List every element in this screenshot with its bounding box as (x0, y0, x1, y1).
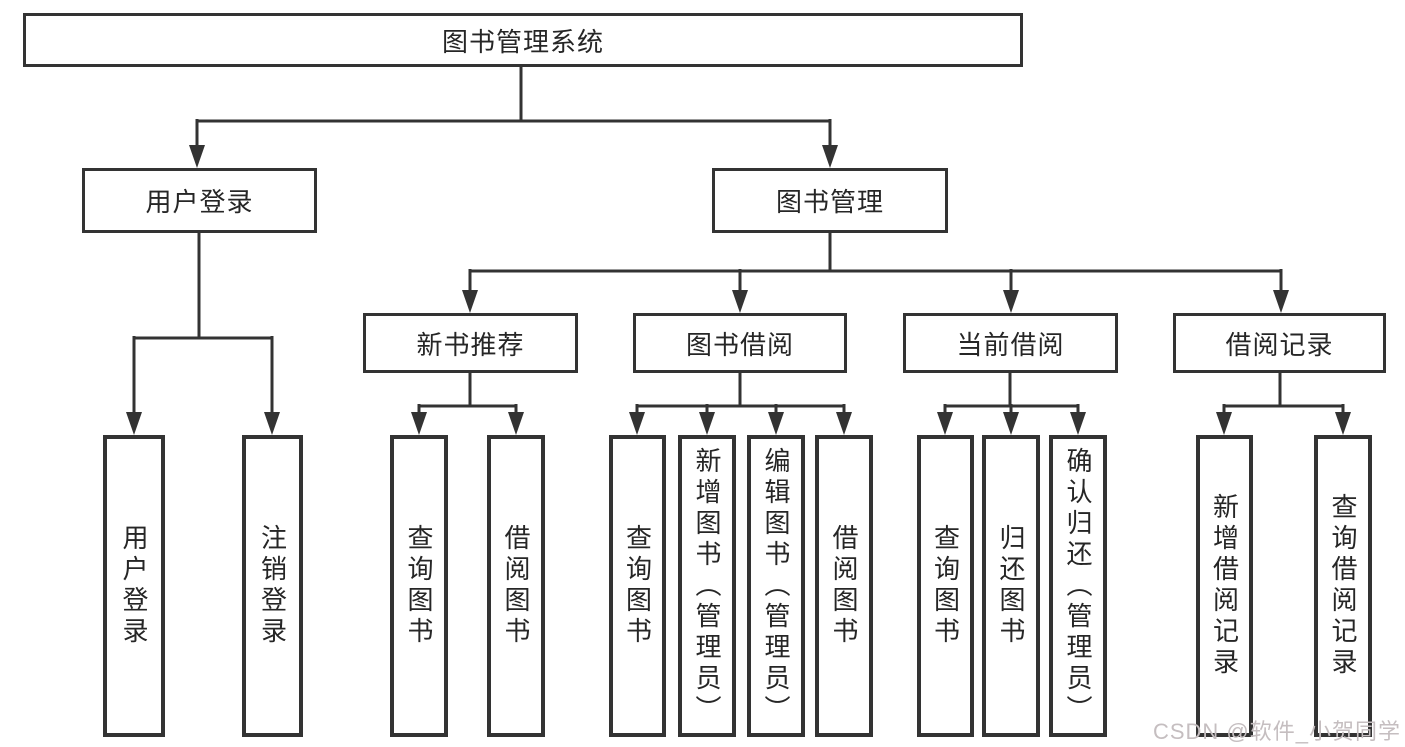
leaf-logout-label: 注销登录 (257, 524, 288, 648)
leaf-add-books-admin-label: 新增图书（管理员） (692, 446, 722, 726)
node-root-label: 图书管理系统 (441, 26, 604, 57)
leaf-add-books-admin: 新增图书（管理员） (678, 435, 736, 737)
node-current-borrow: 当前借阅 (903, 313, 1118, 373)
node-book-borrow: 图书借阅 (633, 313, 847, 373)
arrowheads (126, 145, 1351, 435)
leaf-borrow-books-label: 借阅图书 (829, 524, 859, 648)
leaf-query-books-current: 查询图书 (917, 435, 974, 737)
leaf-query-books-recommend-label: 查询图书 (404, 524, 434, 648)
node-borrow-records-label: 借阅记录 (1225, 329, 1334, 360)
leaf-confirm-return-admin: 确认归还（管理员） (1049, 435, 1107, 737)
node-user-login-label: 用户登录 (145, 187, 254, 217)
node-new-book-recommend-label: 新书推荐 (416, 329, 525, 360)
node-book-management-label: 图书管理 (775, 187, 884, 217)
leaf-return-books: 归还图书 (982, 435, 1040, 737)
node-current-borrow-label: 当前借阅 (956, 329, 1065, 360)
leaf-confirm-return-admin-label: 确认归还（管理员） (1063, 446, 1093, 726)
leaf-borrow-books-recommend-label: 借阅图书 (501, 524, 531, 648)
leaf-return-books-label: 归还图书 (996, 524, 1026, 648)
leaf-user-login-label: 用户登录 (119, 524, 149, 648)
leaf-user-login: 用户登录 (103, 435, 165, 737)
leaf-query-books-current-label: 查询图书 (930, 524, 961, 648)
leaf-borrow-books: 借阅图书 (815, 435, 873, 737)
leaf-query-books-borrow: 查询图书 (609, 435, 666, 737)
leaf-query-borrow-record: 查询借阅记录 (1314, 435, 1372, 737)
leaf-query-books-recommend: 查询图书 (390, 435, 448, 737)
leaf-add-borrow-record-label: 新增借阅记录 (1209, 493, 1240, 679)
node-book-borrow-label: 图书借阅 (685, 329, 794, 360)
node-root: 图书管理系统 (23, 13, 1023, 67)
leaf-edit-books-admin-label: 编辑图书（管理员） (761, 446, 791, 726)
node-new-book-recommend: 新书推荐 (363, 313, 578, 373)
leaf-query-books-borrow-label: 查询图书 (622, 524, 653, 648)
leaf-add-borrow-record: 新增借阅记录 (1196, 435, 1253, 737)
node-borrow-records: 借阅记录 (1173, 313, 1386, 373)
leaf-borrow-books-recommend: 借阅图书 (487, 435, 545, 737)
watermark: CSDN @软件_小贺同学 (1152, 719, 1401, 744)
leaf-query-borrow-record-label: 查询借阅记录 (1328, 493, 1358, 679)
leaf-logout: 注销登录 (242, 435, 303, 737)
node-user-login: 用户登录 (82, 168, 317, 233)
node-book-management: 图书管理 (712, 168, 948, 233)
leaf-edit-books-admin: 编辑图书（管理员） (747, 435, 805, 737)
